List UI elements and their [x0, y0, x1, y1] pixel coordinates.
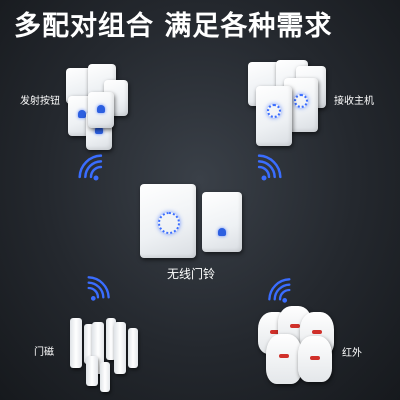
bell-icon: [95, 126, 103, 134]
infrared-lens: [290, 324, 300, 328]
headline: 多配对组合 满足各种需求: [14, 11, 333, 42]
receiver-host-device: [256, 86, 292, 146]
infrared-lens: [270, 330, 280, 334]
infrared-lens: [310, 356, 320, 360]
wireless-doorbell-label: 无线门铃: [167, 267, 216, 281]
wireless-signal-icon: [78, 154, 103, 181]
door-magnet-device: [100, 362, 110, 392]
infrared-lens: [279, 354, 289, 358]
wireless-signal-icon: [257, 154, 282, 181]
door-magnet-device: [106, 318, 116, 360]
doorbell-receiver: [140, 184, 196, 258]
infrared-sensor-device: [298, 336, 332, 382]
infrared-label: 红外: [342, 348, 362, 359]
transmit-button-label: 发射按钮: [20, 96, 60, 107]
door-magnet-device: [86, 356, 98, 386]
door-magnet-label: 门磁: [34, 347, 54, 358]
infrared-lens: [312, 330, 322, 334]
door-magnet-device: [128, 328, 138, 368]
wireless-signal-icon: [268, 278, 291, 303]
indicator-ring-icon: [294, 94, 308, 108]
bell-icon: [78, 110, 86, 118]
indicator-ring-icon: [267, 104, 281, 118]
wireless-signal-icon: [87, 276, 110, 301]
bell-icon: [97, 105, 105, 113]
receiver-host-label: 接收主机: [334, 96, 374, 107]
door-magnet-device: [114, 322, 126, 374]
doorbell-button: [202, 192, 242, 252]
indicator-ring-icon: [158, 212, 180, 234]
transmit-button-device: [88, 92, 114, 128]
infrared-sensor-device: [266, 334, 302, 384]
door-magnet-device: [70, 318, 82, 368]
bell-icon: [218, 228, 226, 236]
door-magnet-device: [84, 324, 94, 364]
